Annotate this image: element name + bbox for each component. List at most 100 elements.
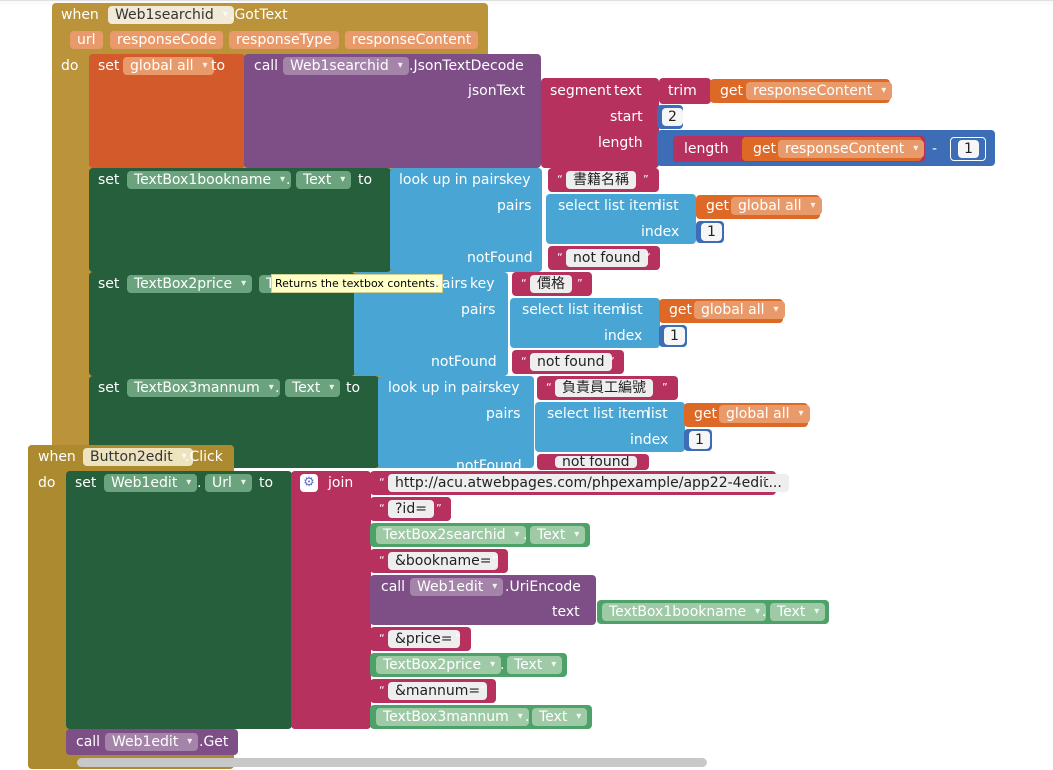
start-label: start <box>610 109 643 125</box>
dot-label-9: . <box>525 709 530 725</box>
param-responsecontent[interactable]: responseContent <box>345 31 479 49</box>
textbox1bookname-dropdown-2[interactable]: TextBox1bookname <box>602 603 767 621</box>
key-string-mannum[interactable]: 負責員工編號 <box>555 379 653 397</box>
global-var-dropdown[interactable]: global all <box>123 57 214 75</box>
segment-label: segment <box>550 83 612 99</box>
event-component-dropdown[interactable]: Web1searchid <box>108 6 234 24</box>
notfound-string-3[interactable]: not found <box>555 456 637 468</box>
index-number-1[interactable]: 1 <box>701 223 722 241</box>
mannum-string[interactable]: &mannum= <box>388 682 488 700</box>
get-label-2: get <box>753 141 776 157</box>
select-list-item-block-2[interactable] <box>510 298 660 348</box>
notfound-label-2: notFound <box>431 354 497 370</box>
get-label-5: get <box>694 406 717 422</box>
quote-close-4: ” <box>609 355 615 368</box>
quote-close-3: ” <box>577 277 583 290</box>
param-responsecode[interactable]: responseCode <box>110 31 224 49</box>
quote-open: “ <box>557 173 563 186</box>
trim-label: trim <box>668 83 697 99</box>
dot-label: . <box>286 172 291 188</box>
key-label-3: key <box>495 380 520 396</box>
set-label-5: set <box>75 475 97 491</box>
param-responsetype[interactable]: responseType <box>229 31 339 49</box>
number-2[interactable]: 2 <box>662 108 683 126</box>
text-prop-dropdown-2[interactable]: Text <box>770 603 826 621</box>
property-text-dropdown-4[interactable]: Text <box>285 379 341 397</box>
lookup-pairs-block-3[interactable] <box>378 376 534 468</box>
textbox3mannum-dropdown[interactable]: TextBox3mannum <box>127 379 280 397</box>
call-label: call <box>254 58 279 74</box>
get-label: get <box>720 83 743 99</box>
select-list-item-block-1[interactable] <box>546 194 696 244</box>
price-string[interactable]: &price= <box>388 630 460 648</box>
dot-label-5: . <box>197 475 202 491</box>
get-method: .Get <box>199 734 229 750</box>
join-block[interactable] <box>291 471 371 729</box>
set-web1edit-url-block[interactable] <box>66 471 292 729</box>
textbox1bookname-dropdown[interactable]: TextBox1bookname <box>127 171 292 189</box>
quote-close-2: ” <box>645 251 651 264</box>
property-text-dropdown[interactable]: Text <box>296 171 352 189</box>
pairs-label-2: pairs <box>461 302 496 318</box>
to-label-2: to <box>358 172 373 188</box>
text-prop-dropdown-3[interactable]: Text <box>507 656 563 674</box>
lookup-label: look up in pairs <box>399 172 507 188</box>
global-all-dropdown-3[interactable]: global all <box>719 405 810 423</box>
button2edit-dropdown[interactable]: Button2edit <box>83 448 193 466</box>
quote-open-2: “ <box>557 251 563 264</box>
do-label: do <box>61 58 79 74</box>
list-label-2: list <box>622 302 643 318</box>
call-component-dropdown[interactable]: Web1searchid <box>283 57 409 75</box>
set-label-2: set <box>98 172 120 188</box>
trim-block[interactable] <box>659 78 711 104</box>
index-number-2[interactable]: 1 <box>664 327 685 345</box>
length-fn-label: length <box>684 141 729 157</box>
text-prop-dropdown-1[interactable]: Text <box>530 526 586 544</box>
number-1[interactable]: 1 <box>958 140 979 158</box>
url-string[interactable]: http://acu.atwebpages.com/phpexample/app… <box>388 474 789 492</box>
dot-label-6: . <box>523 527 528 543</box>
bookname-string[interactable]: &bookname= <box>388 552 499 570</box>
param-url[interactable]: url <box>70 31 103 49</box>
responsecontent-dropdown[interactable]: responseContent <box>746 82 893 100</box>
web1edit-dropdown[interactable]: Web1edit <box>104 474 198 492</box>
global-all-dropdown-1[interactable]: global all <box>731 197 822 215</box>
textbox2price-dropdown[interactable]: TextBox2price <box>127 275 253 293</box>
lookup-label-2: pairs <box>433 276 468 292</box>
index-label-2: index <box>604 328 643 344</box>
key-label-2: key <box>470 276 495 292</box>
get-label-4: get <box>669 302 692 318</box>
notfound-string-2[interactable]: not found <box>530 353 612 371</box>
index-number-3[interactable]: 1 <box>689 431 710 449</box>
key-string-price[interactable]: 價格 <box>530 275 572 293</box>
text-prop-dropdown-4[interactable]: Text <box>532 708 588 726</box>
dot-label-7: . <box>762 604 767 620</box>
quote-close-5: ” <box>662 381 668 394</box>
quote-close-9: ” <box>455 632 461 645</box>
pairs-label: pairs <box>497 198 532 214</box>
global-all-dropdown-2[interactable]: global all <box>694 301 785 319</box>
gear-icon[interactable]: ⚙ <box>300 474 318 492</box>
textbox2searchid-dropdown[interactable]: TextBox2searchid <box>376 526 526 544</box>
set-label-3: set <box>98 276 120 292</box>
url-property-dropdown[interactable]: Url <box>205 474 252 492</box>
when-label-2: when <box>38 449 76 465</box>
lookup-pairs-block-1[interactable] <box>390 168 542 272</box>
web1edit-get-dropdown[interactable]: Web1edit <box>105 733 199 751</box>
horizontal-scrollbar[interactable] <box>77 758 707 767</box>
textbox3mannum-dropdown-2[interactable]: TextBox3mannum <box>376 708 529 726</box>
key-string-bookname[interactable]: 書籍名稱 <box>566 171 636 189</box>
list-label: list <box>658 198 679 214</box>
set-label-4: set <box>98 380 120 396</box>
call-label-2: call <box>381 579 406 595</box>
to-label-5: to <box>259 475 274 491</box>
textbox2price-dropdown-2[interactable]: TextBox2price <box>376 656 502 674</box>
notfound-string-1[interactable]: not found <box>566 249 648 267</box>
notfound-label-3: notFound <box>456 458 522 474</box>
id-string[interactable]: ?id= <box>388 500 434 518</box>
select-list-item-block-3[interactable] <box>535 402 685 452</box>
segment-block[interactable] <box>541 78 659 168</box>
get-label-3: get <box>706 198 729 214</box>
web1edit-call-dropdown[interactable]: Web1edit <box>410 578 504 596</box>
responsecontent-dropdown-2[interactable]: responseContent <box>778 140 925 158</box>
